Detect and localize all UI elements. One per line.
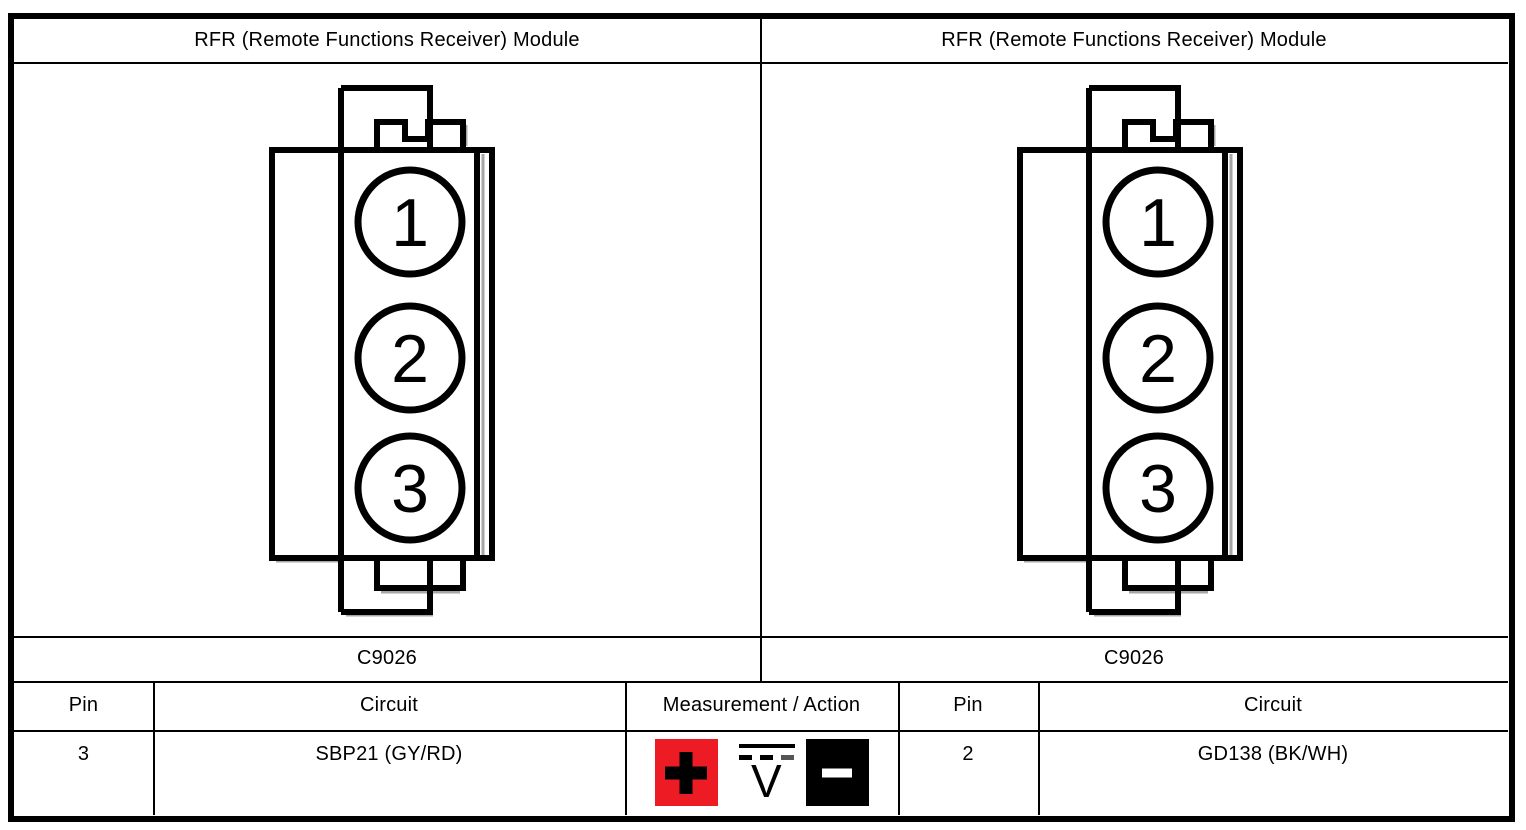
pin-number-3: 3 <box>1139 451 1177 527</box>
pin-number-1: 1 <box>1139 185 1177 261</box>
connector-diagram-right: 1 2 3 <box>1017 85 1243 617</box>
panel-title-left: RFR (Remote Functions Receiver) Module <box>194 29 580 51</box>
connector-diagram-left: 1 2 3 <box>269 85 495 617</box>
measurement-icons: V <box>654 739 869 807</box>
pin-cavities <box>354 166 466 544</box>
grid-line-col-1 <box>153 681 155 815</box>
pin-cavities <box>1102 166 1214 544</box>
pin-number-2: 2 <box>391 321 429 397</box>
value-circuit-left: SBP21 (GY/RD) <box>315 743 463 765</box>
negative-lead-icon <box>805 739 869 806</box>
grid-line-col-4 <box>1038 681 1040 815</box>
grid-line-table-header-bottom <box>14 730 1508 732</box>
grid-line-col-2 <box>625 681 627 815</box>
connector-label-right: C9026 <box>1104 647 1164 669</box>
grid-line-table-header-top <box>14 681 1508 683</box>
measurement-cell: V <box>625 730 898 815</box>
header-circuit-left: Circuit <box>359 694 419 716</box>
value-circuit-right: GD138 (BK/WH) <box>1197 743 1349 765</box>
value-pin-right: 2 <box>962 743 974 765</box>
diagram-frame: RFR (Remote Functions Receiver) Module R… <box>8 13 1515 822</box>
connector-outline <box>269 85 495 615</box>
grid-line-center-divider <box>760 19 762 681</box>
header-circuit-right: Circuit <box>1243 694 1303 716</box>
connector-shadow-lines <box>1024 125 1233 617</box>
panel-title-right: RFR (Remote Functions Receiver) Module <box>941 29 1327 51</box>
volt-letter: V <box>751 755 782 807</box>
pin-number-2: 2 <box>1139 321 1177 397</box>
dc-voltage-icon: V <box>738 744 796 807</box>
grid-line-col-3 <box>898 681 900 815</box>
pin-number-1: 1 <box>391 185 429 261</box>
pin-number-3: 3 <box>391 451 429 527</box>
diagram-inner: RFR (Remote Functions Receiver) Module R… <box>14 19 1508 815</box>
connector-outline <box>1017 85 1243 615</box>
header-pin-right: Pin <box>953 694 983 716</box>
value-pin-left: 3 <box>77 743 90 765</box>
header-measurement: Measurement / Action <box>662 694 861 716</box>
connector-label-left: C9026 <box>357 647 417 669</box>
connector-shadow-lines <box>276 125 485 617</box>
header-pin-left: Pin <box>68 694 99 716</box>
positive-lead-icon <box>654 739 718 806</box>
